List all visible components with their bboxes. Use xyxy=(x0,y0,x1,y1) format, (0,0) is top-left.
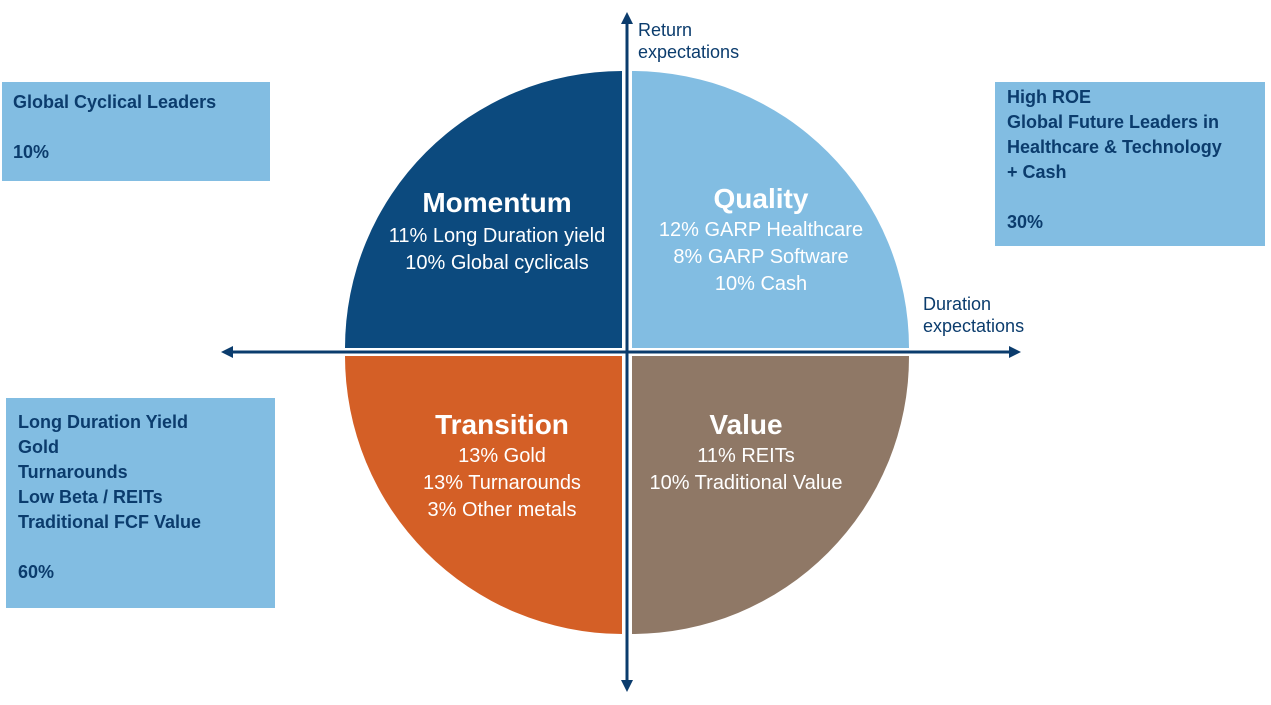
duration-axis-label-line: Duration xyxy=(923,294,992,314)
box-line: Traditional FCF Value xyxy=(18,512,202,532)
return-axis-label: Return expectations xyxy=(638,19,739,63)
transition-text: Transition 13% Gold 13% Turnarounds 3% O… xyxy=(423,408,581,524)
return-axis-label-line: Return xyxy=(638,20,693,40)
quality-quadrant xyxy=(632,71,909,348)
box-line: Global Future Leaders in xyxy=(1007,112,1220,132)
quality-item: 12% GARP Healthcare xyxy=(658,219,864,241)
value-item: 11% REITs xyxy=(697,445,795,467)
momentum-item: 11% Long Duration yield xyxy=(388,225,606,247)
box-percentage: 30% xyxy=(1007,212,1044,232)
momentum-text: Momentum 11% Long Duration yield 10% Glo… xyxy=(389,186,605,277)
duration-axis-label: Duration expectations xyxy=(923,293,1024,337)
box-line: Long Duration Yield xyxy=(18,412,188,432)
box-line: Healthcare & Technology xyxy=(1007,137,1222,157)
value-title: Value xyxy=(709,409,783,440)
box-line: Gold xyxy=(18,437,59,457)
transition-item: 13% Gold xyxy=(458,445,546,467)
duration-axis-label-line: expectations xyxy=(923,316,1025,336)
global-cyclical-leaders-box: Global Cyclical Leaders 10% xyxy=(2,82,270,181)
quality-item: 10% Cash xyxy=(714,273,808,295)
value-quadrant xyxy=(632,356,910,634)
box-percentage: 10% xyxy=(13,142,50,162)
value-item: 10% Traditional Value xyxy=(649,472,843,494)
value-text: Value 11% REITs 10% Traditional Value xyxy=(649,408,842,497)
box-line: + Cash xyxy=(1007,162,1067,182)
box-line: Low Beta / REITs xyxy=(18,487,163,507)
transition-title: Transition xyxy=(435,409,569,440)
quality-title: Quality xyxy=(713,183,809,214)
high-roe-box: High ROE Global Future Leaders in Health… xyxy=(995,82,1265,246)
momentum-item: 10% Global cyclicals xyxy=(405,252,589,274)
quality-text: Quality 12% GARP Healthcare 8% GARP Soft… xyxy=(659,182,863,298)
transition-quadrant xyxy=(345,356,622,634)
transition-item: 13% Turnarounds xyxy=(423,472,581,494)
quality-item: 8% GARP Software xyxy=(673,246,849,268)
momentum-title: Momentum xyxy=(422,187,572,218)
momentum-quadrant xyxy=(345,71,622,348)
box-line: Global Cyclical Leaders xyxy=(13,92,217,112)
duration-axis xyxy=(221,346,1021,358)
box-line: High ROE xyxy=(1007,87,1091,107)
long-duration-yield-box: Long Duration Yield Gold Turnarounds Low… xyxy=(6,398,275,608)
return-axis-label-line: expectations xyxy=(638,42,740,62)
box-line: Turnarounds xyxy=(18,462,128,482)
transition-item: 3% Other metals xyxy=(427,499,577,521)
box-percentage: 60% xyxy=(18,562,55,582)
